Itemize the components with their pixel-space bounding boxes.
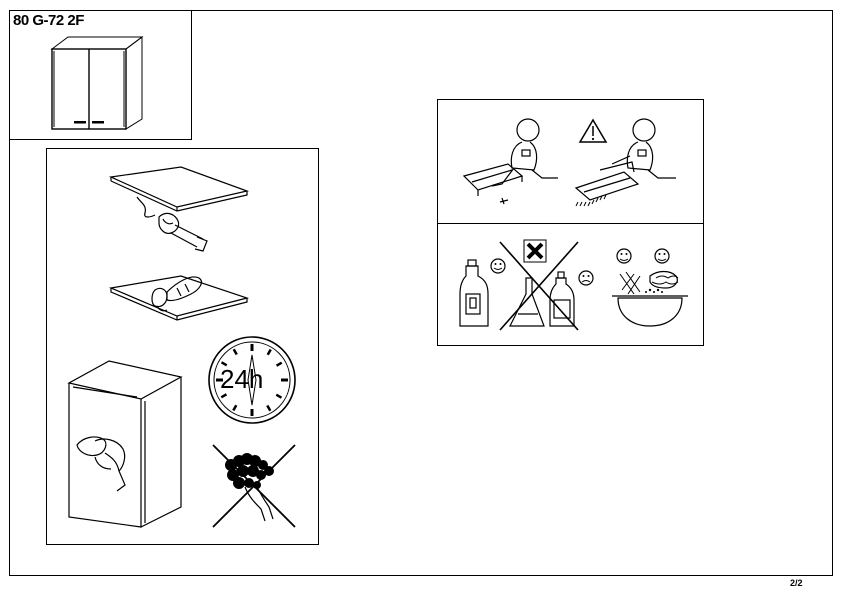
page-number: 2/2	[790, 578, 803, 588]
water-bowl-sponge-icon	[612, 248, 688, 327]
page-frame	[9, 10, 833, 576]
model-box: 80 G-72 2F	[9, 10, 192, 140]
wipe-board-illustration	[108, 166, 250, 252]
forbidden-x-icon	[526, 242, 544, 260]
cabinet-icon	[50, 36, 144, 130]
carry-correct-illustration	[462, 118, 558, 205]
carry-incorrect-illustration	[574, 118, 676, 207]
handling-warning-panel	[437, 99, 704, 224]
mild-cleaner-bottle-icon	[459, 258, 506, 327]
care-instructions-panel: 24h	[46, 148, 319, 545]
warning-triangle-icon	[578, 118, 608, 143]
cleaning-agents-panel	[437, 223, 704, 346]
model-code: 80 G-72 2F	[13, 12, 84, 29]
clock-label: 24h	[220, 364, 263, 394]
forbidden-solvents-icon	[499, 239, 594, 331]
no-wet-cloth-icon	[212, 444, 296, 528]
clock-24h-icon: 24h	[208, 336, 296, 424]
clean-board-illustration	[108, 275, 250, 321]
wipe-cabinet-illustration	[67, 360, 183, 528]
